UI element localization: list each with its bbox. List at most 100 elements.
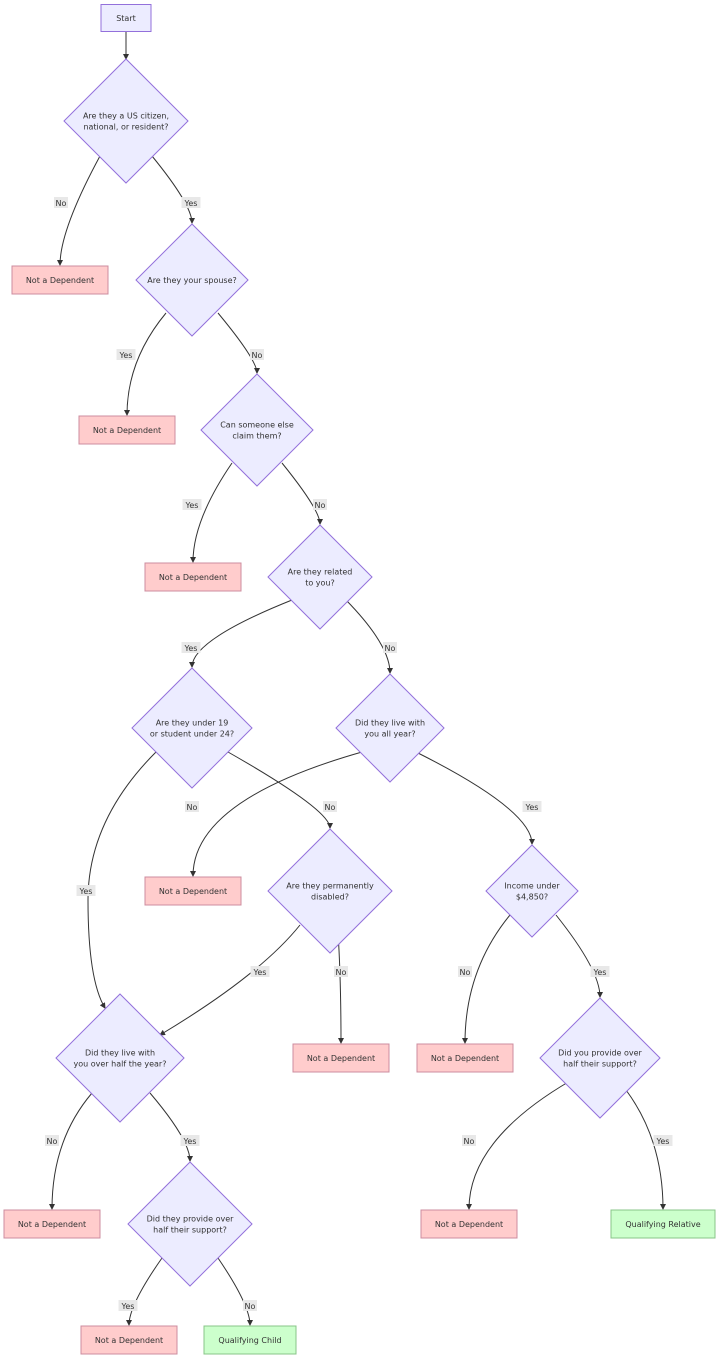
edge-label-background	[180, 1135, 200, 1146]
edge-label-text: No	[56, 199, 67, 208]
node-label: Did they live with	[85, 1049, 155, 1058]
result-box-negative	[144, 876, 242, 906]
edge-label-background	[323, 801, 337, 812]
edge-label-background	[522, 801, 542, 812]
decision-diamond	[267, 828, 393, 954]
node-label: Are they your spouse?	[147, 276, 237, 285]
node-nd_5: Not a Dependent	[292, 1043, 390, 1073]
edge-label: Yes	[181, 642, 201, 653]
node-label: Not a Dependent	[159, 573, 227, 582]
start-box	[100, 4, 152, 32]
edge-q_spouse-to-q_claim	[217, 312, 260, 374]
node-label: you all year?	[364, 730, 415, 739]
decision-diamond	[131, 667, 253, 789]
edge-q_claim-to-nd_3	[190, 462, 233, 563]
edge-label-background	[383, 642, 397, 653]
edge-label-background	[76, 885, 96, 896]
edge-label: Yes	[182, 499, 202, 510]
edge-label-text: Yes	[184, 199, 198, 208]
edge-label-background	[116, 349, 136, 360]
edge-label-text: Yes	[656, 1137, 670, 1146]
edge-label-text: Yes	[525, 803, 539, 812]
edge-q_disabled-to-nd_5	[337, 931, 344, 1044]
decision-diamond	[63, 58, 189, 184]
edge-q_liveyear-to-nd_4	[190, 751, 363, 877]
edge-q_income-to-nd_6	[462, 914, 511, 1044]
edge-label-text: Yes	[119, 351, 133, 360]
node-q_liveyear: Did they live with you all year?	[335, 673, 445, 783]
node-qc: Qualifying Child	[203, 1325, 297, 1355]
node-nd_9: Not a Dependent	[80, 1325, 178, 1355]
edge-q_liveyear-to-q_income	[415, 751, 535, 845]
decision-diamond	[55, 993, 185, 1123]
node-nd_3: Not a Dependent	[144, 562, 242, 592]
edge-label-text: No	[464, 1137, 475, 1146]
edge-label-background	[54, 197, 68, 208]
node-label: Not a Dependent	[435, 1220, 503, 1229]
edge-label-background	[181, 642, 201, 653]
result-box-negative	[420, 1209, 518, 1239]
edge-label-text: No	[252, 351, 263, 360]
edge-label: No	[185, 801, 199, 812]
result-box-positive	[610, 1209, 716, 1239]
result-box-negative	[80, 1325, 178, 1355]
result-box-negative	[78, 415, 176, 445]
node-q_livehalf: Did they live with you over half the year…	[55, 993, 185, 1123]
edge-label: No	[383, 642, 397, 653]
node-nd_8: Not a Dependent	[420, 1209, 518, 1239]
decision-diamond	[200, 373, 314, 487]
edge-label-text: Yes	[593, 968, 607, 977]
node-q_claim: Can someone else claim them?	[200, 373, 314, 487]
edge-q_theirsupport-to-qc	[217, 1257, 253, 1326]
edge-label: No	[45, 1135, 59, 1146]
node-label: Are they under 19	[156, 719, 229, 728]
edge-label-background	[313, 499, 327, 510]
edge-label-text: Yes	[121, 1302, 135, 1311]
node-label: Not a Dependent	[18, 1220, 86, 1229]
node-label: half their support?	[563, 1060, 637, 1069]
edge-label: No	[250, 349, 264, 360]
node-label: Not a Dependent	[307, 1054, 375, 1063]
edge-q_age-to-q_disabled	[227, 751, 333, 829]
edge-q_disabled-to-q_livehalf	[159, 924, 301, 1036]
edge-label-background	[653, 1135, 673, 1146]
result-box-negative	[11, 265, 109, 295]
edge-label-background	[185, 801, 199, 812]
edge-label-text: No	[460, 968, 471, 977]
node-label: Not a Dependent	[26, 276, 94, 285]
node-start: Start	[100, 4, 152, 32]
node-label: you over half the year?	[74, 1060, 167, 1069]
edge-label: Yes	[590, 966, 610, 977]
node-label: national, or resident?	[83, 123, 168, 132]
node-label: Qualifying Relative	[625, 1220, 700, 1229]
edge-q_yoursupport-to-nd_8	[466, 1080, 571, 1210]
node-label: claim them?	[232, 432, 281, 441]
edge-label-background	[182, 499, 202, 510]
edge-label: No	[313, 499, 327, 510]
result-box-negative	[144, 562, 242, 592]
node-qr: Qualifying Relative	[610, 1209, 716, 1239]
edge-q_theirsupport-to-nd_9	[126, 1257, 163, 1326]
edge-label-text: No	[385, 644, 396, 653]
edge-label-text: No	[315, 501, 326, 510]
edge-label-background	[250, 966, 270, 977]
node-label: Can someone else	[220, 421, 294, 430]
edge-label: No	[458, 966, 472, 977]
edge-label-background	[458, 966, 472, 977]
edge-q_income-to-q_yoursupport	[555, 914, 603, 998]
node-nd_1: Not a Dependent	[11, 265, 109, 295]
node-label: Not a Dependent	[95, 1336, 163, 1345]
edge-label: No	[323, 801, 337, 812]
result-box-negative	[292, 1043, 390, 1073]
edge-label: Yes	[116, 349, 136, 360]
node-label: Not a Dependent	[93, 426, 161, 435]
decision-diamond	[335, 673, 445, 783]
node-label: Are they a US citizen,	[83, 112, 169, 121]
edge-label: Yes	[181, 197, 201, 208]
edge-q_livehalf-to-q_theirsupport	[149, 1092, 193, 1162]
node-label: Did they live with	[355, 719, 425, 728]
